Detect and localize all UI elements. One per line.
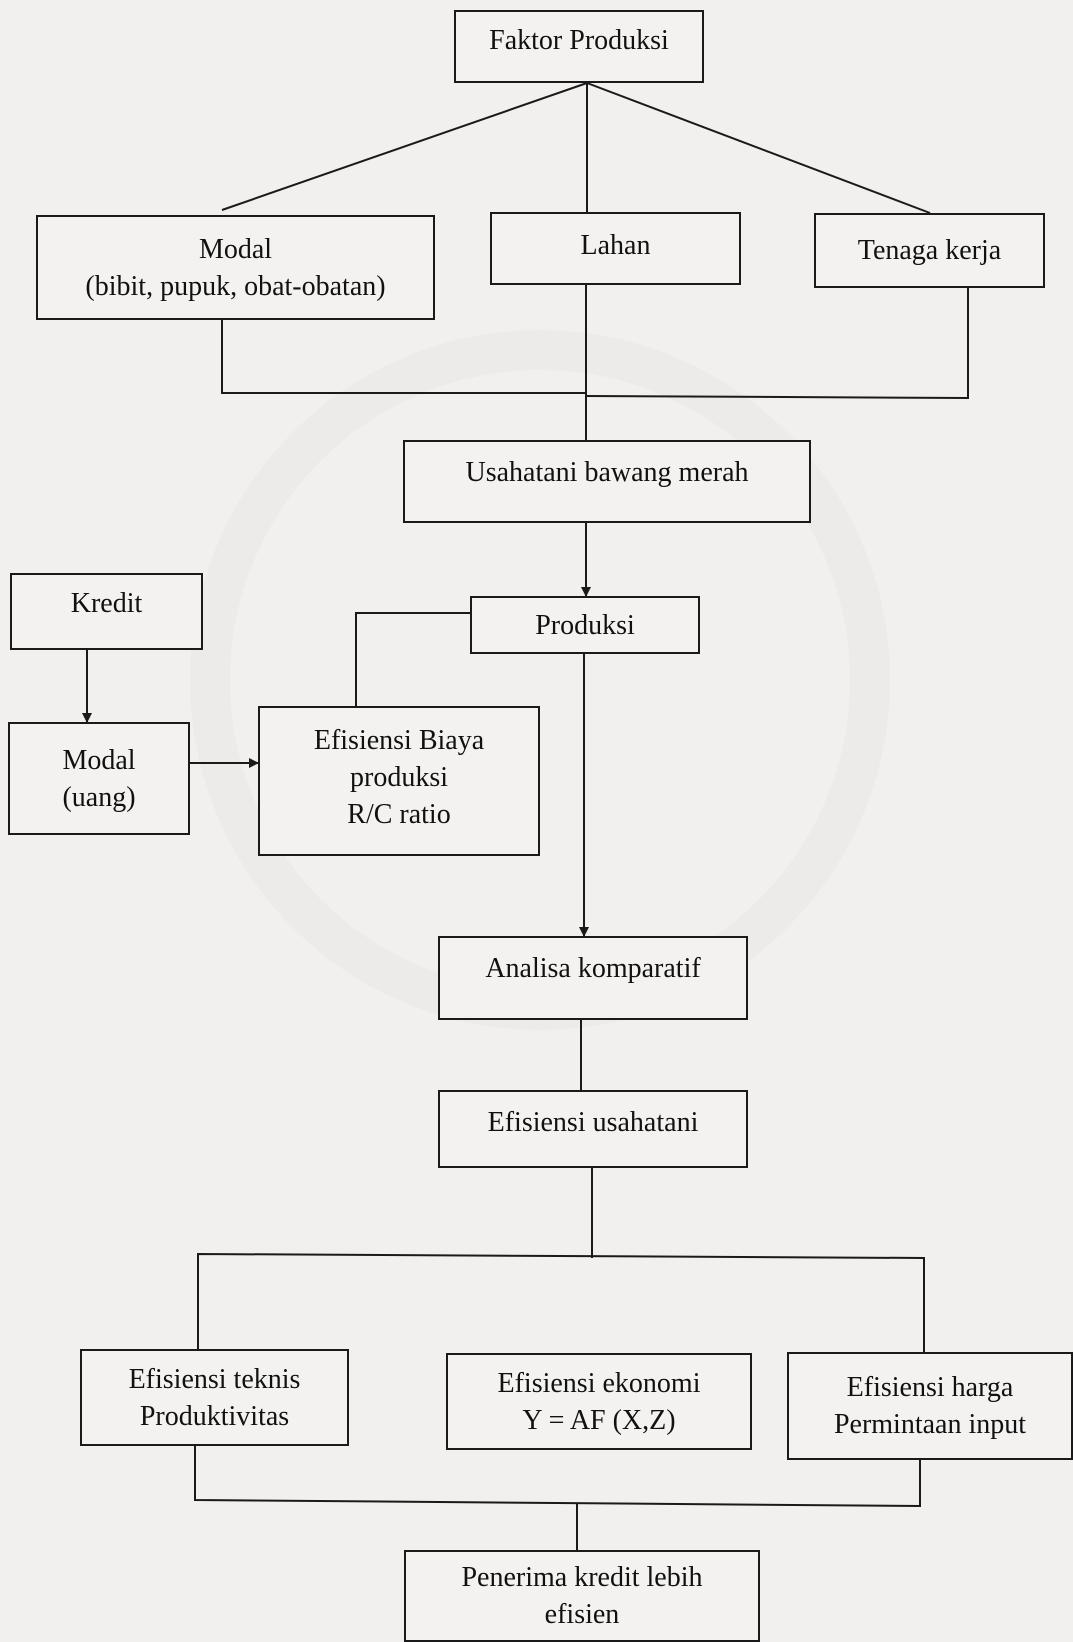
node-produksi: Produksi — [470, 596, 700, 654]
node-usahatani: Usahatani bawang merah — [403, 440, 811, 523]
edge-branch-bar — [197, 1252, 925, 1352]
node-kredit: Kredit — [10, 573, 203, 650]
edge-produksi-to-biaya — [355, 612, 470, 706]
node-efisiensi-usahatani: Efisiensi usahatani — [438, 1090, 748, 1168]
node-modal-uang: Modal (uang) — [8, 722, 190, 835]
node-modal-input: Modal (bibit, pupuk, obat-obatan) — [36, 215, 435, 320]
node-efisiensi-ekonomi: Efisiensi ekonomi Y = AF (X,Z) — [446, 1353, 752, 1450]
node-efisiensi-harga: Efisiensi harga Permintaan input — [787, 1352, 1073, 1460]
edge-tenaga-join — [585, 288, 969, 400]
node-lahan: Lahan — [490, 212, 741, 285]
node-efisiensi-teknis: Efisiensi teknis Produktivitas — [80, 1349, 349, 1446]
edge-join-bar — [194, 1446, 921, 1508]
edge-faktor-to-modal — [221, 82, 588, 211]
node-efisiensi-biaya: Efisiensi Biaya produksi R/C ratio — [258, 706, 540, 856]
node-tenaga-kerja: Tenaga kerja — [814, 213, 1045, 288]
node-penerima-kredit: Penerima kredit lebih efisien — [404, 1550, 760, 1642]
node-faktor-produksi: Faktor Produksi — [454, 10, 704, 83]
edge-modal-join — [221, 320, 586, 394]
edge-faktor-to-tenaga — [586, 82, 931, 214]
node-analisa-komparatif: Analisa komparatif — [438, 936, 748, 1020]
